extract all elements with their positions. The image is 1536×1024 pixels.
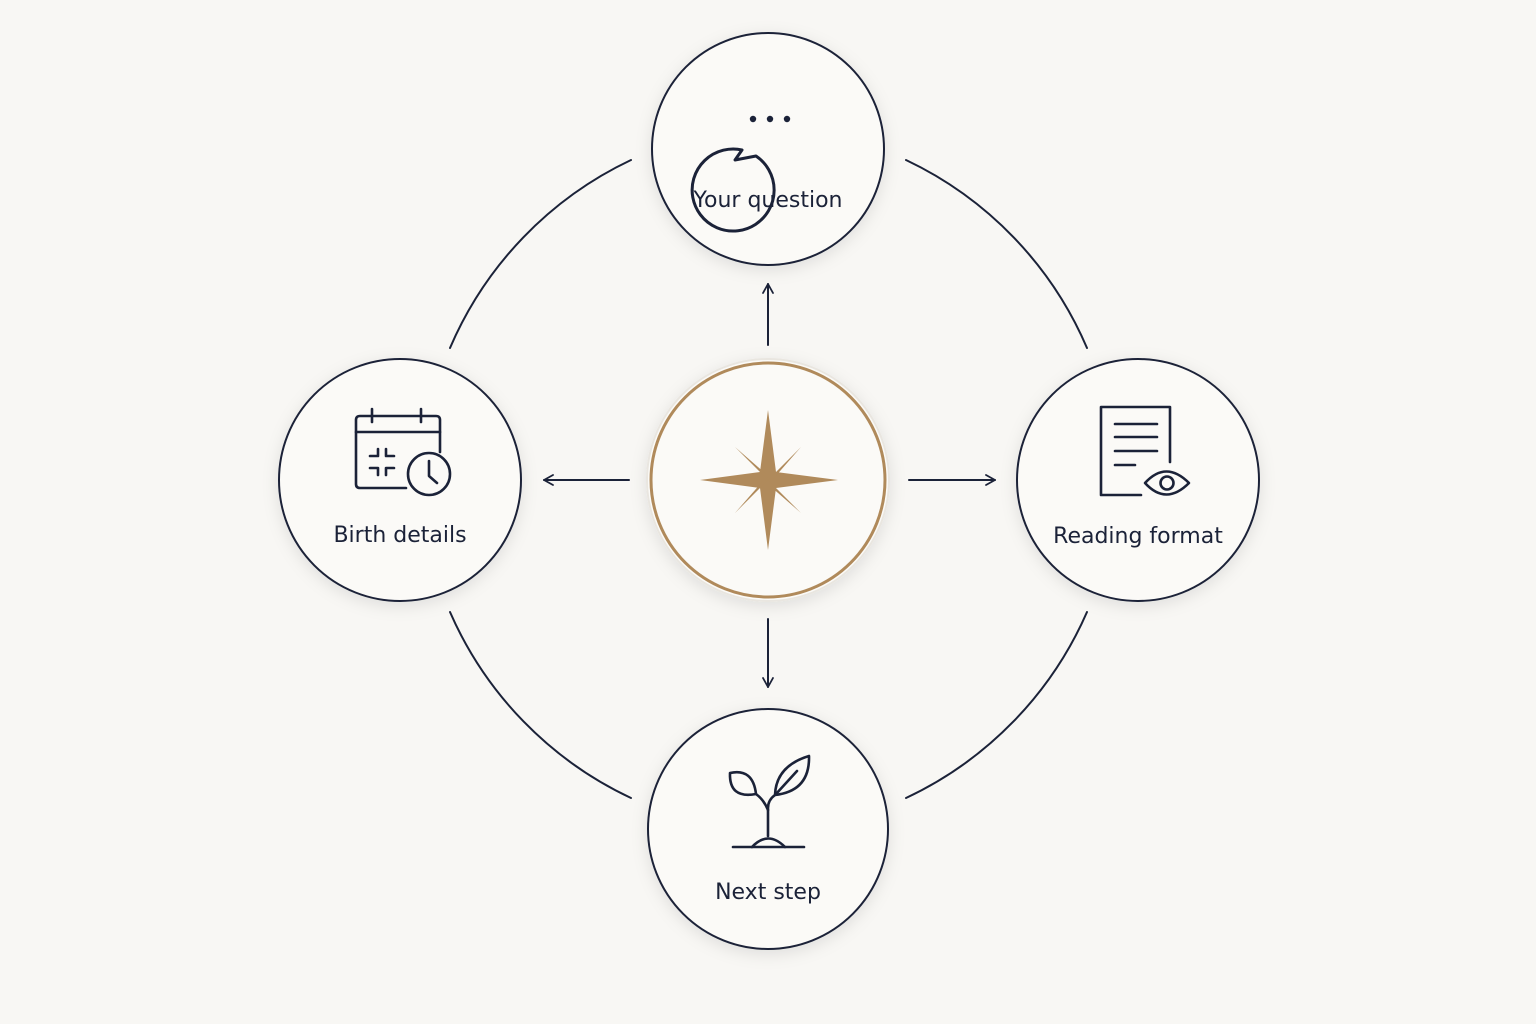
node-label-top: Your question <box>692 188 842 213</box>
compass-star-icon <box>700 410 838 550</box>
node-label-left: Birth details <box>333 523 466 548</box>
node-birth-details[interactable]: Birth details <box>278 358 522 602</box>
orbit-arc-top-left <box>449 159 632 349</box>
sprout-icon <box>728 754 811 849</box>
node-your-question[interactable]: Your question <box>651 32 885 266</box>
center-node <box>646 358 890 602</box>
connector-arrows <box>543 283 996 688</box>
compass-star-diagonals <box>735 447 801 513</box>
document-eye-icon <box>1099 405 1191 497</box>
orbit-ring <box>449 159 1088 799</box>
calendar-clock-icon <box>354 407 452 497</box>
chat-bubble-icon <box>690 115 791 233</box>
node-reading-format[interactable]: Reading format <box>1016 358 1260 602</box>
orbit-arc-bottom-left <box>449 611 632 799</box>
node-label-right: Reading format <box>1053 524 1223 549</box>
orbit-arc-top-right <box>905 159 1088 349</box>
orbit-arc-bottom-right <box>905 611 1088 799</box>
node-label-bottom: Next step <box>715 880 821 905</box>
node-next-step[interactable]: Next step <box>647 708 889 950</box>
